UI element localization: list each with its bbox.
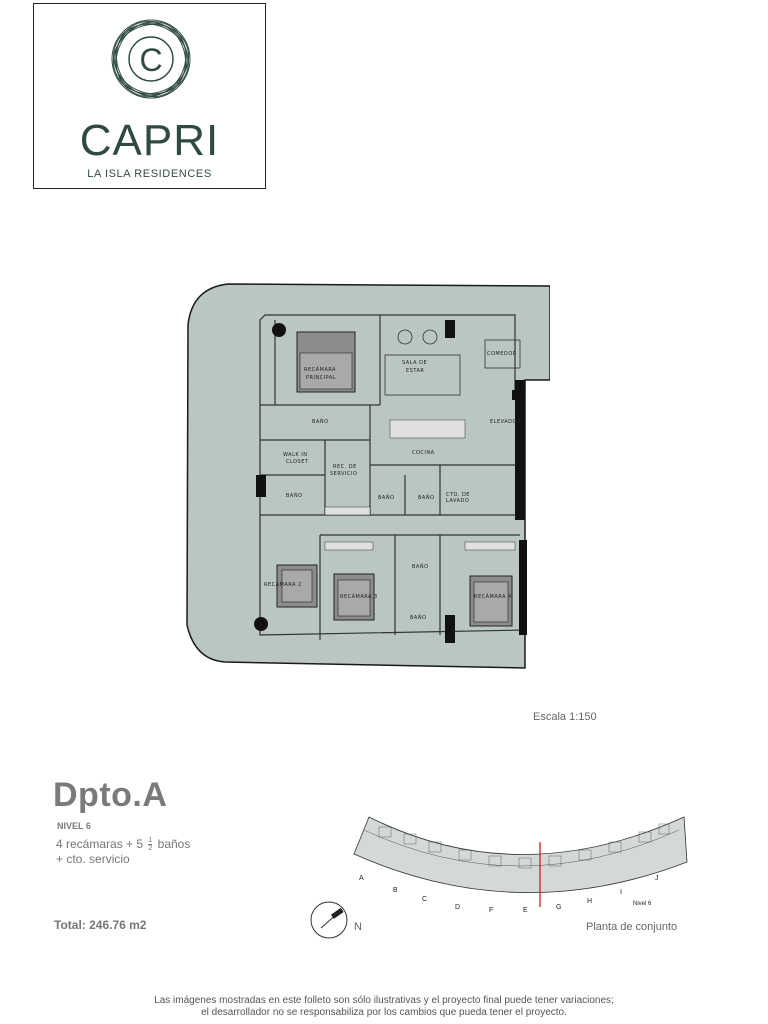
unit-title: Dpto.A [53,776,168,814]
unit-total: Total: 246.76 m2 [54,918,147,932]
compass-icon [310,901,348,939]
label-sala-2: ESTAR [406,368,424,374]
label-rec-servicio-1: REC. DE [333,464,357,470]
label-bano-4: BAÑO [418,494,435,501]
label-comedor: COMEDOR [487,351,517,357]
unit-level: NIVEL 6 [57,821,91,831]
site-plan: A B C D E F G H I J Nivel 6 [353,816,688,912]
label-bano-3: BAÑO [378,494,395,501]
site-letter-h: H [587,898,592,905]
half-fraction: 1 2 [148,837,153,853]
monogram-letter: C [139,42,162,78]
disclaimer-line-1: Las imágenes mostradas en este folleto s… [154,995,614,1006]
site-letter-e: E [523,907,528,912]
site-letter-c: C [422,896,427,903]
label-rec-servicio-2: SERVICIO [330,471,357,477]
site-letter-a: A [359,875,364,882]
label-bano-1: BAÑO [312,418,329,425]
site-letter-b: B [393,887,398,894]
site-plan-caption: Planta de conjunto [586,921,678,933]
fraction-denominator: 2 [148,845,153,853]
rooms-line-2: + cto. servicio [56,852,130,867]
site-letter-i: I [620,889,622,896]
label-recamara-2: RECÁMARA 2 [264,581,302,588]
capri-seal-icon: C [111,19,191,99]
compass-north-label: N [354,921,362,933]
label-lavado-2: LAVADO [446,498,469,504]
label-recamara-3: RECÁMARA 3 [340,593,378,600]
site-letter-f: F [489,907,493,912]
label-walk-in-2: CLOSET [286,459,309,465]
label-cocina: COCINA [412,450,435,456]
label-bano-6: BAÑO [410,614,427,621]
site-level-label: Nivel 6 [633,901,652,907]
unit-rooms: 4 recámaras + 5 1 2 baños + cto. servici… [56,837,190,867]
label-bano-5: BAÑO [412,563,429,570]
site-letter-g: G [556,904,561,911]
label-bano-2: BAÑO [286,492,303,499]
brand-name: CAPRI [79,116,220,165]
rooms-text-post: baños [157,837,191,851]
disclaimer: Las imágenes mostradas en este folleto s… [0,995,768,1019]
disclaimer-line-2: el desarrollador no se responsabiliza po… [201,1007,567,1018]
label-elevador: ELEVADOR [490,419,521,425]
brand-subtitle: LA ISLA RESIDENCES [87,168,212,180]
label-recamara-4: RECÁMARA 4 [474,593,512,600]
label-lavado-1: CTO. DE [446,492,470,498]
site-letter-j: J [655,875,659,882]
floor-plan: RECÁMARA PRINCIPAL SALA DE ESTAR COMEDOR… [186,283,550,669]
rooms-text: 4 recámaras + 5 [56,837,144,851]
brand-logo: C CAPRI LA ISLA RESIDENCES [33,3,266,189]
site-letter-d: D [455,904,460,911]
fraction-numerator: 1 [148,837,153,846]
label-recamara-principal-2: PRINCIPAL [306,375,336,381]
scale-label: Escala 1:150 [533,711,597,723]
label-walk-in-1: WALK IN [283,452,307,458]
label-recamara-principal-1: RECÁMARA [304,366,336,373]
label-sala-1: SALA DE [402,360,427,366]
